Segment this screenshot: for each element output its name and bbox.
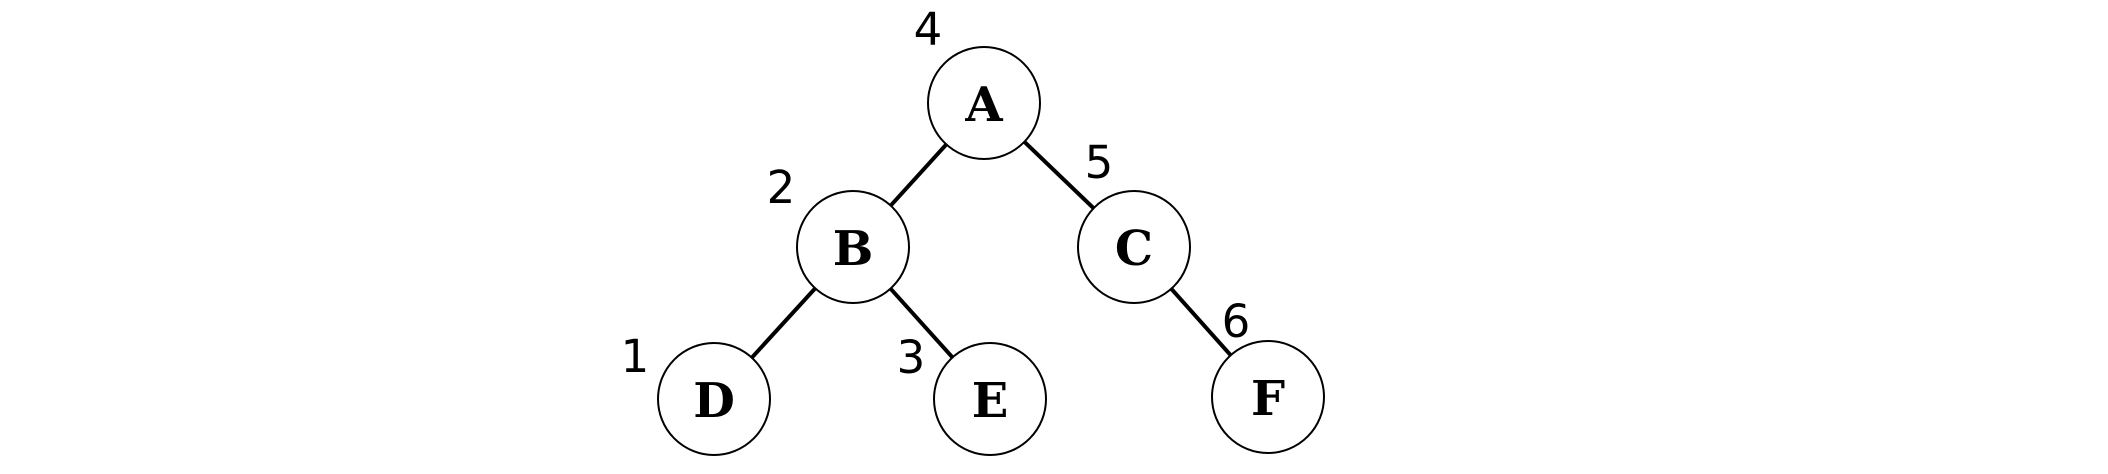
node-letter-F: F <box>1251 371 1285 427</box>
order-number-E: 3 <box>897 331 926 384</box>
node-letter-E: E <box>972 373 1009 429</box>
order-number-D: 1 <box>621 330 650 383</box>
node-circle-B <box>796 190 910 304</box>
tree-node-A: A4 <box>914 3 1041 160</box>
node-letter-B: B <box>833 221 874 277</box>
node-circle-E <box>933 342 1047 456</box>
order-number-A: 4 <box>914 3 943 56</box>
tree-node-F: F6 <box>1211 295 1325 454</box>
node-circle-D <box>657 342 771 456</box>
order-number-B: 2 <box>767 161 796 214</box>
node-letter-D: D <box>693 373 735 429</box>
order-number-C: 5 <box>1085 136 1114 189</box>
node-circle-C <box>1077 190 1191 304</box>
node-letter-C: C <box>1115 221 1153 277</box>
tree-node-C: C5 <box>1077 136 1191 304</box>
order-number-F: 6 <box>1222 295 1251 348</box>
tree-node-B: B2 <box>767 161 910 304</box>
node-circle-F <box>1211 340 1325 454</box>
node-circle-A <box>927 46 1041 160</box>
tree-node-E: E3 <box>897 331 1047 456</box>
tree-node-D: D1 <box>621 330 771 456</box>
node-letter-A: A <box>964 77 1003 133</box>
